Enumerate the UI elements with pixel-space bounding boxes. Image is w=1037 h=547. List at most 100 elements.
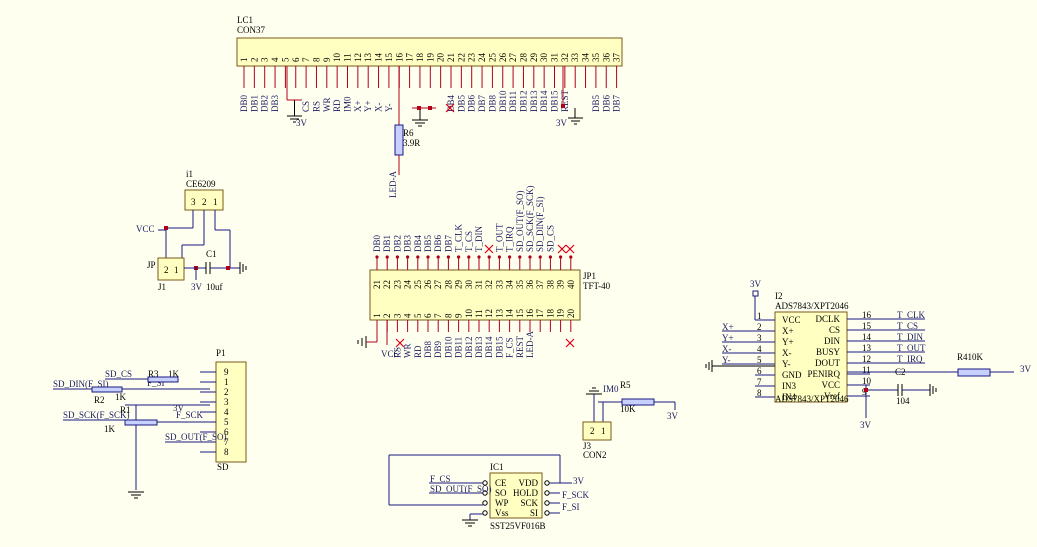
- lc1-pin-number: 17: [405, 53, 415, 63]
- r1-resistor[interactable]: R1 1K: [104, 405, 210, 434]
- i2-left-net: Y+: [722, 333, 734, 343]
- i2-left-pin-name: VCC: [782, 315, 801, 325]
- lc1-pin-number: 6: [291, 57, 301, 62]
- p1-pin-number: 5: [224, 417, 229, 427]
- jp1-top-dot: [548, 255, 553, 259]
- lc1-pin-number: 37: [612, 53, 622, 63]
- jp1-top-signal: DB0: [372, 234, 382, 252]
- r5-resistor[interactable]: R5 10K IM0 3V: [586, 380, 679, 422]
- jp1-top-dot: [406, 255, 410, 259]
- lc1-signal-label: DB15: [550, 90, 560, 112]
- i2-right-pin-number: 10: [862, 376, 872, 386]
- jp1-bottom-pin-number: 1: [372, 314, 382, 319]
- lc1-body: [236, 37, 623, 67]
- lc1-pin-number: 26: [498, 53, 508, 63]
- i2-3v: 3V: [750, 279, 762, 289]
- jp1-bottom-signal: REST: [515, 335, 525, 358]
- r5-3v: 3V: [667, 411, 679, 421]
- r1-ref: R1: [120, 405, 131, 415]
- jp1-top-signal: DB2: [392, 235, 402, 252]
- ic1-left-pin-name: CE: [495, 478, 507, 488]
- p1-nets: SD_CS SD_DIN(F_SI) SD_SCK(F_SCK) SD_OUT(…: [53, 369, 227, 499]
- jp1-top-dot: [508, 255, 512, 259]
- jp1-top-pin-number: 23: [392, 280, 402, 290]
- jp1-top-dot: [538, 255, 542, 259]
- jp1-bottom-signal: F_CS: [505, 337, 515, 358]
- lc1-ground-left: 3V: [286, 66, 308, 128]
- p1-net-sd-sck: SD_SCK(F_SCK): [63, 410, 130, 420]
- u1-ref: i1: [186, 169, 193, 179]
- lc1-pin-number: 19: [425, 53, 435, 63]
- c2-value: 104: [896, 396, 910, 406]
- jp1-top-pin-number: 37: [535, 280, 545, 290]
- i2-right-net: T_IRQ: [897, 354, 923, 364]
- j3-connector[interactable]: 2 1 J3 CON2: [582, 421, 612, 460]
- lc1-signal-label: X-: [374, 103, 384, 113]
- lc1-signal-label: DB5: [456, 94, 466, 112]
- r4-resistor[interactable]: R410K 3V: [847, 352, 1032, 377]
- p1-net-sd-cs: SD_CS: [105, 369, 132, 379]
- lc1-signal-label: DB7: [612, 94, 622, 112]
- lc1-pin-number: 11: [343, 53, 353, 62]
- r3-resistor[interactable]: R3 1K: [147, 369, 180, 383]
- ic1-flash[interactable]: IC1 SST25VF016B CESOWPVssF_CSSD_OUT(F_SO…: [388, 454, 590, 531]
- ic1-right-pin-name: VDD: [519, 478, 539, 488]
- r4-3v: 3V: [1020, 364, 1032, 374]
- lc1-pin-leads: [243, 66, 618, 88]
- jp1-top-signal: DB4: [413, 234, 423, 252]
- r6-resistor[interactable]: R6 3.9R LED-A: [388, 66, 420, 198]
- ce6209-regulator[interactable]: i1 CE6209 3 2 1 VCC: [136, 169, 231, 268]
- i2-left-net: X-: [722, 344, 732, 354]
- r4-ref-value: R410K: [957, 352, 984, 362]
- lc1-pin-number: 3: [260, 57, 270, 62]
- u1-part: CE6209: [186, 179, 216, 189]
- jp1-bottom-pin-number: 15: [515, 309, 525, 319]
- jp1-bottom-signal: WR: [403, 344, 413, 359]
- r3-ref: R3: [148, 369, 159, 379]
- jp1-top-dot: [426, 255, 430, 259]
- c2-3v: 3V: [860, 420, 872, 430]
- lc1-pin-number: 10: [332, 53, 342, 63]
- jp1-top-dot: [528, 255, 532, 259]
- i2-right-pin-name: DCLK: [816, 314, 841, 324]
- jp1-top-signal: T_DIN: [474, 226, 484, 252]
- r5-ref: R5: [620, 380, 631, 390]
- lc1-signal-label: DB3: [270, 94, 280, 112]
- vcc-label: VCC: [136, 224, 155, 234]
- r2-resistor[interactable]: R2 1K: [91, 386, 127, 405]
- ic1-left-pin: [482, 510, 488, 516]
- i2-left-pin-name: GND: [782, 370, 802, 380]
- lc1-signal-label: DB11: [508, 91, 518, 112]
- lc1-pin-number: 20: [436, 53, 446, 63]
- jp-jumper[interactable]: JP 2 1 J1 3V: [147, 257, 203, 292]
- u1-pin2: 2: [202, 197, 207, 207]
- jp1-bottom-signal: DB11: [454, 337, 464, 358]
- ic1-ref: IC1: [490, 462, 504, 472]
- jp-name: J1: [158, 282, 166, 292]
- i2-left-pin-name: X+: [782, 326, 794, 336]
- c2-capacitor[interactable]: C2 104 3V: [847, 367, 937, 430]
- lc1-part: CON37: [237, 25, 266, 35]
- ic1-left-net: SD_OUT(F_SO): [430, 484, 492, 494]
- jp1-top-dot: [457, 255, 461, 259]
- i2-left-pin-name: X-: [782, 348, 792, 358]
- lc1-signal-label: DB5: [591, 94, 601, 112]
- jp1-top-pin-number: 25: [413, 280, 423, 290]
- jp1-bottom-pin-number: 6: [423, 313, 433, 318]
- i2-left-pin-number: 3: [757, 333, 762, 343]
- jp-pin1: 1: [174, 265, 179, 275]
- lc1-pin-number: 13: [363, 53, 373, 63]
- p1-net-sd-out: SD_OUT(F_SO): [165, 432, 227, 442]
- ic1-part: SST25VF016B: [490, 521, 546, 531]
- lc1-signal-label: Y-: [384, 103, 394, 112]
- lc1-pin-number: 1: [239, 58, 249, 63]
- lc1-pin-number: 16: [394, 53, 404, 63]
- jp1-bottom-signal: DB9: [433, 340, 443, 358]
